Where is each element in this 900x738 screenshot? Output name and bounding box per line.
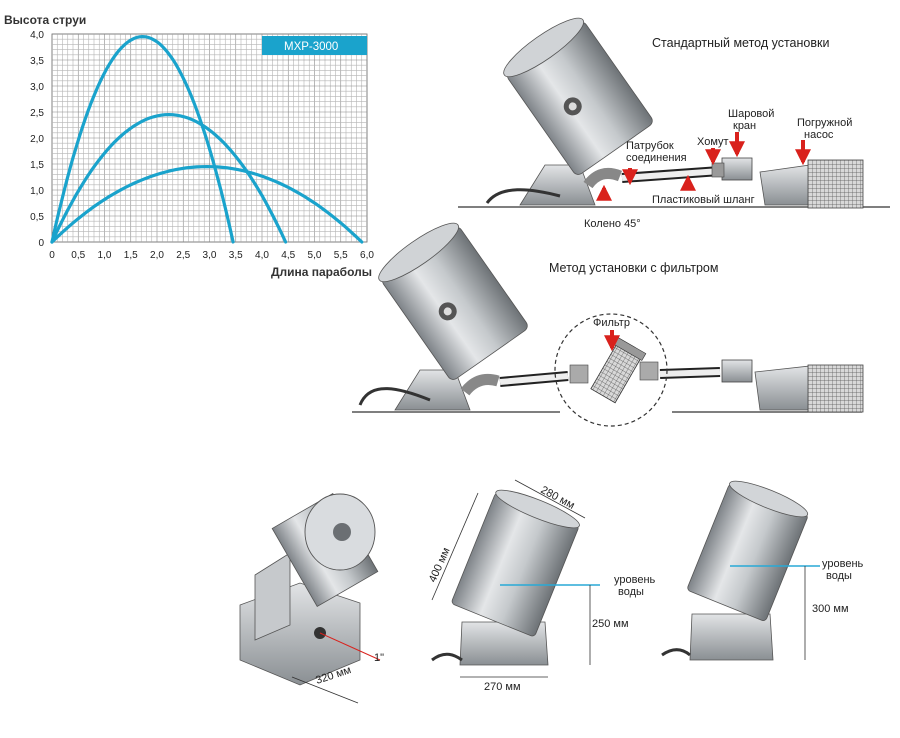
dim-250: 250 мм <box>592 618 629 630</box>
y-tick-label: 0 <box>38 238 44 249</box>
x-tick-label: 5,0 <box>308 250 322 261</box>
standard-method-title: Стандартный метод установки <box>652 36 829 50</box>
y-tick-label: 1,0 <box>30 186 44 197</box>
x-tick-label: 1,0 <box>98 250 112 261</box>
x-axis-title: Длина параболы <box>271 265 372 279</box>
label-filter: Фильтр <box>593 317 630 329</box>
x-tick-label: 5,5 <box>334 250 348 261</box>
dim-300: 300 мм <box>812 603 849 615</box>
y-axis-title: Высота струи <box>4 13 86 27</box>
y-tick-label: 1,5 <box>30 160 44 171</box>
dim-270: 270 мм <box>484 681 521 693</box>
x-tick-label: 2,0 <box>150 250 164 261</box>
chart-ticks: 0 0,5 1,0 1,5 2,0 2,5 3,0 3,5 4,0 4,5 5,0 5,5 6,0 0 0,… <box>30 30 374 261</box>
dim-400: 400 мм <box>427 546 453 584</box>
y-tick-label: 4,0 <box>30 30 44 41</box>
jet-curve-3 <box>50 164 364 244</box>
chart-series <box>50 34 364 244</box>
filter-installation-diagram: Метод установки с фильтром Фильтр <box>352 222 864 427</box>
model-badge-label: MXP-3000 <box>284 41 338 53</box>
dim-inch: 1" <box>374 652 384 664</box>
unit-isometric-view: 320 мм 1" <box>239 492 384 704</box>
jet-curve-1 <box>50 34 235 244</box>
chart-grid <box>51 33 368 243</box>
x-tick-label: 3,0 <box>203 250 217 261</box>
y-tick-label: 3,0 <box>30 82 44 93</box>
x-tick-label: 2,5 <box>176 250 190 261</box>
label-elbow: Колено 45° <box>584 218 641 230</box>
x-tick-label: 4,0 <box>255 250 269 261</box>
x-tick-label: 4,5 <box>281 250 295 261</box>
label-plastic-hose: Пластиковый шланг <box>652 194 755 206</box>
label-clamp: Хомут <box>697 136 729 148</box>
y-tick-label: 2,5 <box>30 108 44 119</box>
x-tick-label: 1,5 <box>124 250 138 261</box>
x-tick-label: 6,0 <box>360 250 374 261</box>
filter-method-title: Метод установки с фильтром <box>549 261 718 275</box>
x-tick-label: 3,5 <box>229 250 243 261</box>
x-tick-label: 0 <box>49 250 55 261</box>
jet-parabola-chart: 0 0,5 1,0 1,5 2,0 2,5 3,0 3,5 4,0 4,5 5,0 5,5 6,0 0 0,… <box>4 13 374 279</box>
y-tick-label: 0,5 <box>30 212 44 223</box>
y-tick-label: 3,5 <box>30 56 44 67</box>
y-tick-label: 2,0 <box>30 134 44 145</box>
x-tick-label: 0,5 <box>71 250 85 261</box>
model-badge <box>262 36 367 55</box>
